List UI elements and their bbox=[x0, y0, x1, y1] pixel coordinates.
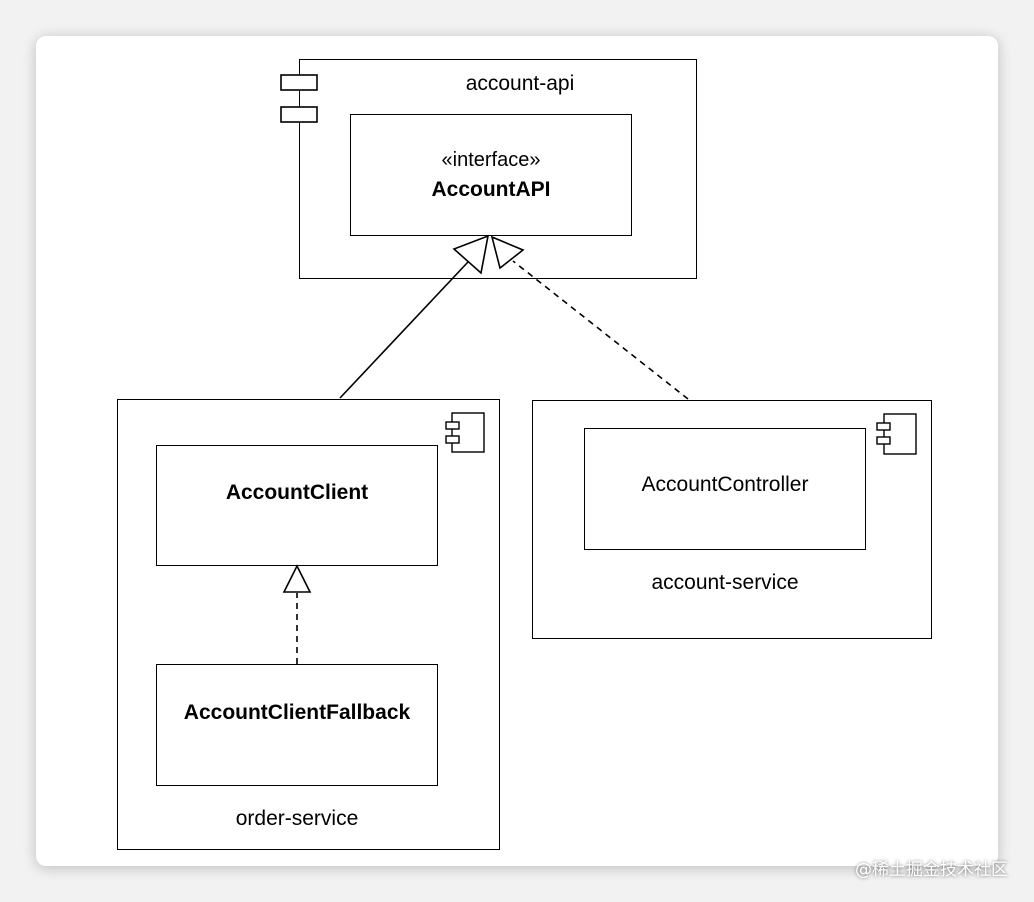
account-service-label: account-service bbox=[651, 571, 799, 594]
account-client-name: AccountClient bbox=[225, 481, 369, 504]
account-api-interface-box bbox=[350, 114, 632, 236]
account-controller-name: AccountController bbox=[641, 473, 809, 496]
interface-stereotype: «interface» bbox=[441, 149, 541, 171]
watermark: @稀土掘金技术社区 bbox=[855, 860, 1008, 880]
account-controller-box bbox=[584, 428, 866, 550]
account-client-fallback-box bbox=[156, 664, 438, 786]
account-client-box bbox=[156, 445, 438, 566]
order-service-label: order-service bbox=[235, 807, 359, 830]
account-api-interface-name: AccountAPI bbox=[431, 178, 551, 201]
account-client-fallback-name: AccountClientFallback bbox=[183, 701, 411, 724]
account-api-label: account-api bbox=[465, 72, 575, 95]
